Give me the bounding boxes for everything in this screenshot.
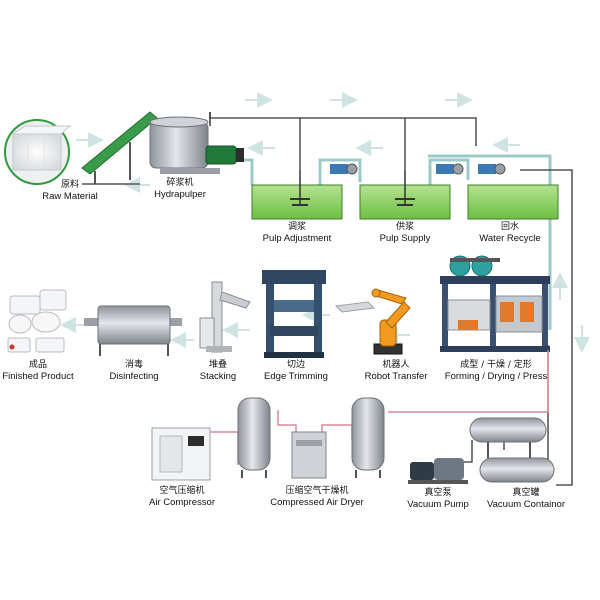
pulp-supply-en: Pulp Supply: [379, 233, 431, 244]
air-receiver-tank-1-icon: [237, 397, 271, 478]
label-vacuum-pump: 真空泵 Vacuum Pump: [400, 488, 476, 510]
robot-arm-icon: [371, 288, 411, 355]
disinfecting-tunnel-icon: [84, 305, 182, 356]
label-raw-material: 原料 Raw Material: [30, 180, 110, 202]
label-vacuum-container: 真空罐 Vacuum Containor: [478, 488, 574, 510]
hydrapulper-icon: [149, 112, 244, 174]
raw-material-en: Raw Material: [42, 191, 98, 202]
vacuum-pump-icon: [408, 458, 468, 484]
air-dryer-icon: [291, 431, 327, 479]
forming-machine-icon: [440, 255, 550, 352]
stacking-machine-icon: [199, 281, 251, 353]
vacuum-pump-zh: 真空泵: [424, 488, 452, 498]
pulp-adjustment-tank-icon: [251, 170, 343, 220]
robot-transfer-zh: 机器人: [382, 360, 410, 370]
hydrapulper-zh: 碎浆机: [166, 178, 194, 188]
robot-transfer-en: Robot Transfer: [364, 371, 428, 382]
air-compressor-en: Air Compressor: [149, 497, 215, 508]
pulp-supply-tank-icon: [359, 170, 451, 220]
incline-conveyor-icon: [81, 111, 158, 185]
air-receiver-tank-2-icon: [351, 397, 385, 478]
label-edge-trimming: 切边 Edge Trimming: [254, 360, 338, 382]
air-dryer-zh: 压缩空气干燥机: [285, 486, 349, 496]
disinfecting-en: Disinfecting: [109, 371, 159, 382]
label-air-compressor: 空气压缩机 Air Compressor: [140, 486, 224, 508]
edge-trimming-zh: 切边: [286, 360, 305, 370]
transfer-pump-3-icon: [478, 163, 506, 175]
label-pulp-adjustment: 调浆 Pulp Adjustment: [252, 222, 342, 244]
stacking-en: Stacking: [199, 371, 237, 382]
label-finished-product: 成品 Finished Product: [0, 360, 76, 382]
transfer-pump-1-icon: [330, 163, 358, 175]
water-recycle-zh: 回水: [500, 222, 519, 232]
edge-trimming-en: Edge Trimming: [264, 371, 328, 382]
label-forming: 成型 / 干燥 / 定形 Forming / Drying / Press: [436, 360, 556, 382]
water-recycle-en: Water Recycle: [479, 233, 541, 244]
pulp-adjustment-zh: 调浆: [287, 222, 306, 232]
pulp-adjustment-en: Pulp Adjustment: [262, 233, 332, 244]
vacuum-container-icon: [469, 417, 555, 483]
label-robot-transfer: 机器人 Robot Transfer: [356, 360, 436, 382]
water-recycle-tank-icon: [467, 184, 559, 220]
stacking-zh: 堆叠: [208, 360, 227, 370]
label-water-recycle: 回水 Water Recycle: [462, 222, 558, 244]
finished-product-en: Finished Product: [2, 371, 74, 382]
pulp-supply-zh: 供浆: [395, 222, 414, 232]
raw-material-icon: [4, 119, 72, 185]
label-hydrapulper: 碎浆机 Hydrapulper: [140, 178, 220, 200]
air-dryer-en: Compressed Air Dryer: [270, 497, 364, 508]
edge-trimming-press-icon: [262, 270, 326, 358]
finished-product-icon: [7, 289, 67, 353]
finished-product-zh: 成品: [28, 360, 47, 370]
raw-material-zh: 原料: [60, 180, 79, 190]
label-air-dryer: 压缩空气干燥机 Compressed Air Dryer: [262, 486, 372, 508]
air-compressor-icon: [151, 427, 211, 481]
label-disinfecting: 消毒 Disinfecting: [96, 360, 172, 382]
forming-zh: 成型 / 干燥 / 定形: [460, 360, 532, 370]
disinfecting-zh: 消毒: [124, 360, 143, 370]
tray-stack-icon: [334, 301, 376, 313]
forming-en: Forming / Drying / Press: [444, 371, 548, 382]
air-compressor-zh: 空气压缩机: [159, 486, 205, 496]
label-stacking: 堆叠 Stacking: [188, 360, 248, 382]
vacuum-container-zh: 真空罐: [512, 488, 540, 498]
vacuum-container-en: Vacuum Containor: [487, 499, 565, 510]
hydrapulper-en: Hydrapulper: [154, 189, 206, 200]
vacuum-pump-en: Vacuum Pump: [407, 499, 469, 510]
label-pulp-supply: 供浆 Pulp Supply: [360, 222, 450, 244]
flow-arrows: [60, 92, 590, 353]
transfer-pump-2-icon: [436, 163, 464, 175]
